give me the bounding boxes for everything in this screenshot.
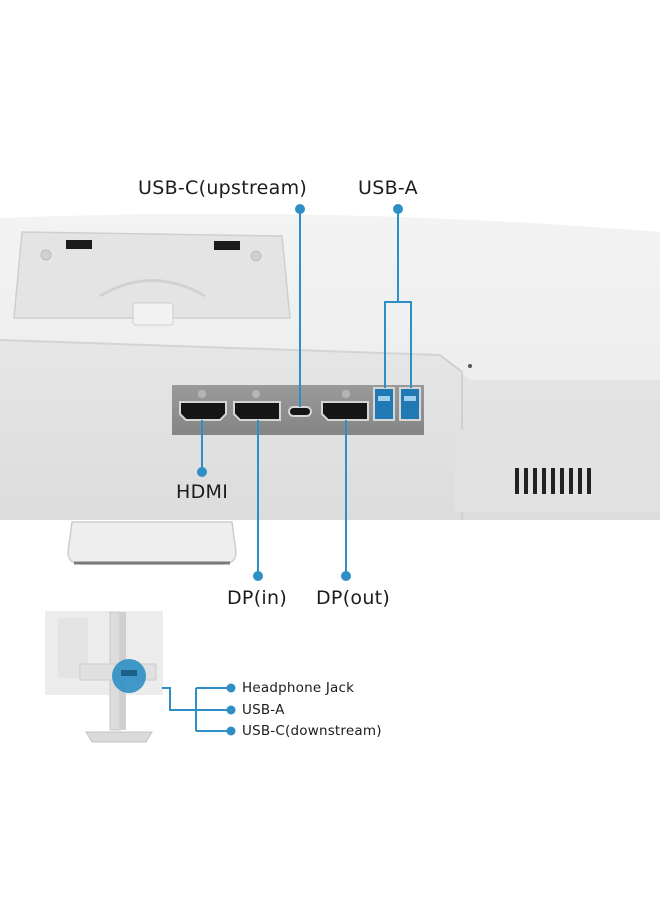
label-hdmi: HDMI bbox=[176, 481, 229, 503]
stand-neck bbox=[67, 521, 237, 565]
dp-out-port bbox=[321, 401, 369, 421]
label-dp-out: DP(out) bbox=[316, 587, 391, 609]
vent-grille bbox=[515, 468, 591, 494]
usb-a-port-1 bbox=[373, 387, 395, 421]
label-usb-c-upstream: USB-C(upstream) bbox=[138, 177, 308, 199]
vesa-mount bbox=[13, 231, 291, 326]
label-dp-in: DP(in) bbox=[227, 587, 288, 609]
callout-lines bbox=[201, 210, 412, 572]
side-callout-lines bbox=[162, 687, 231, 732]
monitor-thumbnail bbox=[45, 611, 163, 743]
dp-in-port bbox=[233, 401, 281, 421]
hdmi-port bbox=[179, 401, 227, 421]
label-side-usb-a: USB-A bbox=[242, 702, 285, 718]
usb-c-upstream-port bbox=[288, 406, 312, 417]
label-headphone-jack: Headphone Jack bbox=[242, 680, 355, 696]
callout-dots bbox=[197, 204, 403, 581]
label-usb-c-downstream: USB-C(downstream) bbox=[242, 723, 382, 739]
usb-a-port-2 bbox=[399, 387, 421, 421]
label-usb-a: USB-A bbox=[358, 177, 418, 199]
